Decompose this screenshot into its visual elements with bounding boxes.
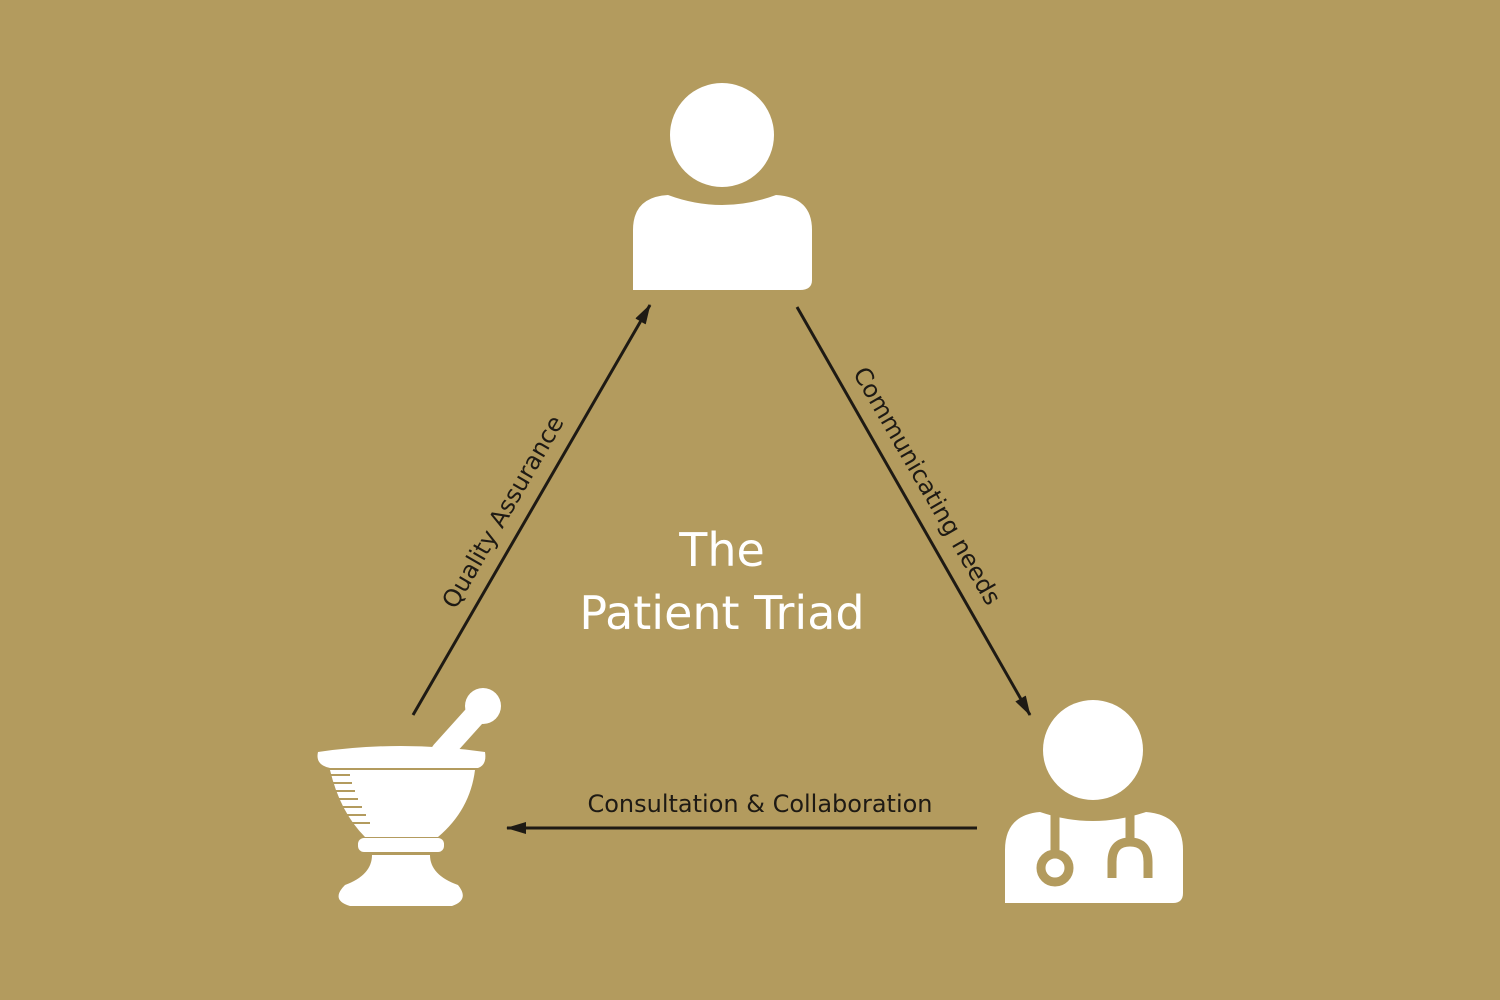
person-icon	[633, 83, 812, 290]
mortar-pestle-icon	[317, 688, 501, 906]
arrow-communicating-needs	[795, 306, 1032, 716]
title-line-1: The	[678, 523, 765, 577]
edge-label-quality-assurance: Quality Assurance	[437, 411, 570, 614]
edge-label-communicating-needs: Communicating needs	[847, 362, 1006, 610]
title-line-2: Patient Triad	[579, 586, 864, 640]
edge-label-consultation: Consultation & Collaboration	[587, 790, 932, 818]
arrow-quality-assurance	[411, 304, 652, 716]
doctor-stethoscope-icon	[1005, 700, 1183, 903]
